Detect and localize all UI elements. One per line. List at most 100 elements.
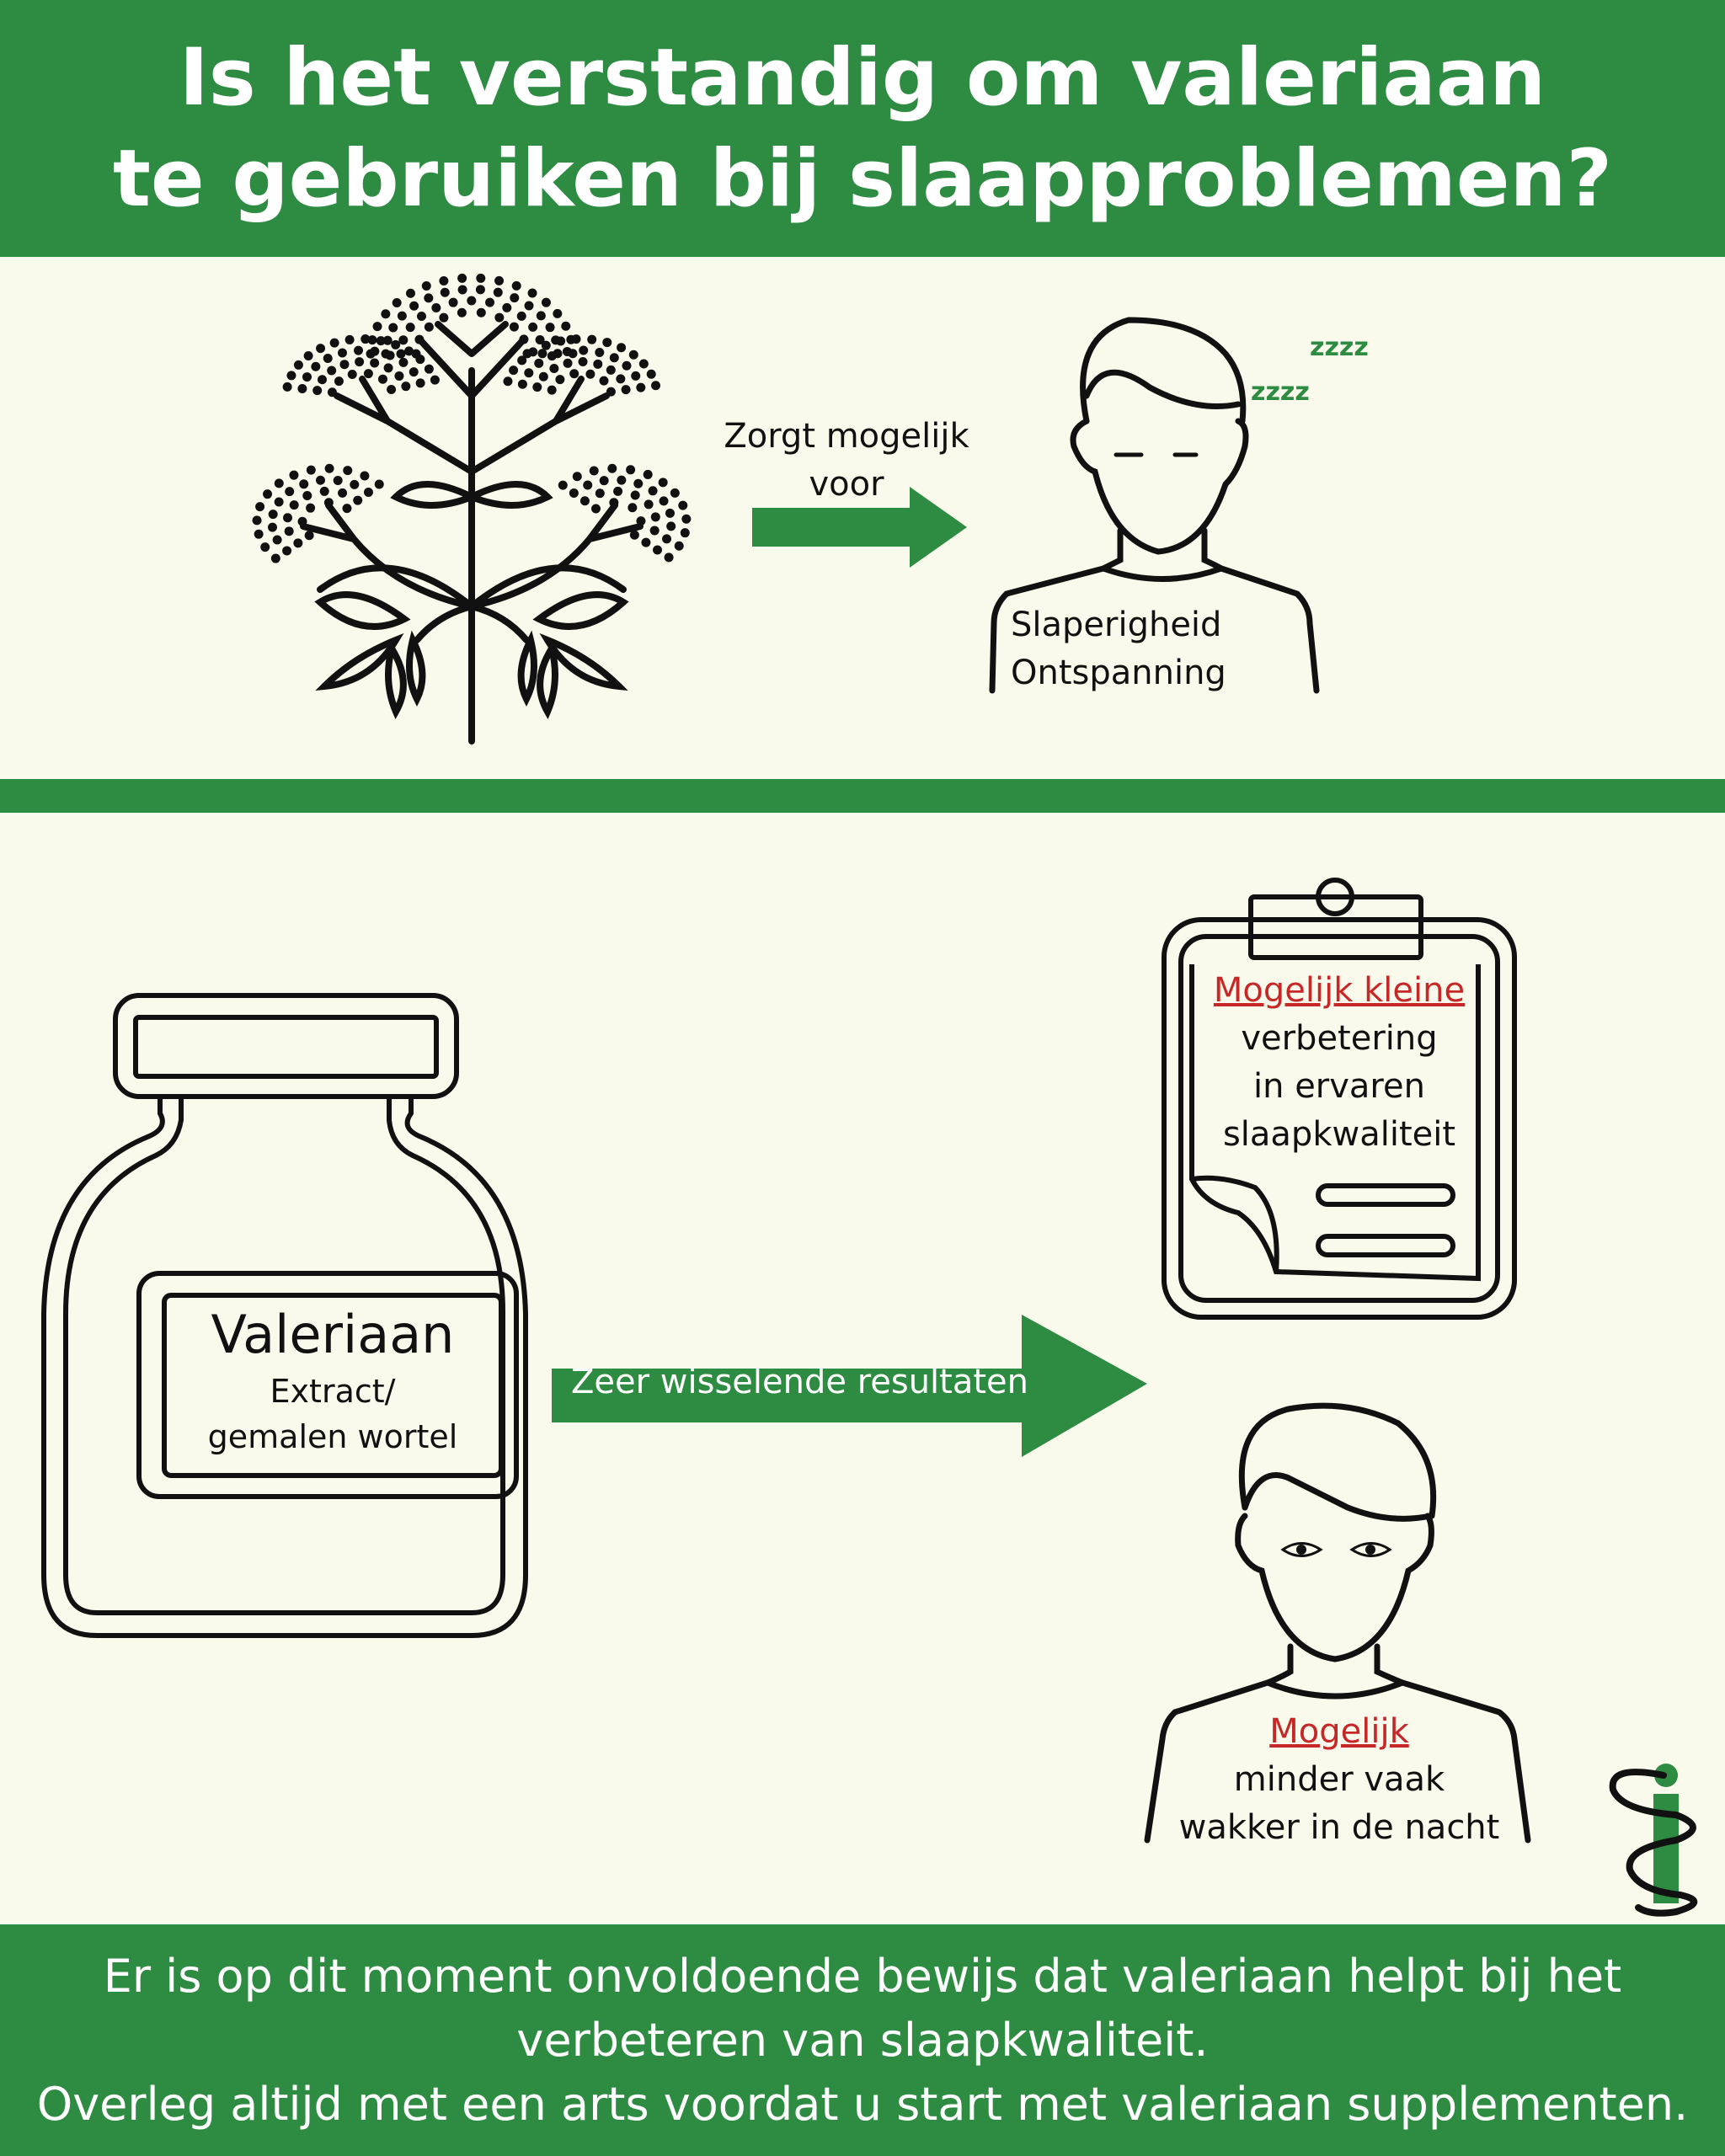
flower-dot [274, 497, 284, 507]
flower-dot [476, 307, 486, 318]
flower-dot [606, 387, 616, 397]
flower-dot [617, 343, 627, 353]
flower-dot [545, 323, 555, 333]
flower-dot [534, 358, 544, 368]
flower-dot [267, 522, 277, 532]
flower-dot [510, 293, 520, 303]
flower-dot [631, 371, 641, 381]
flower-dot [327, 366, 337, 376]
flower-dot [363, 488, 373, 498]
flower-dot [649, 526, 660, 536]
flower-dot [606, 365, 616, 375]
flower-dot [607, 463, 617, 473]
flower-dot [524, 301, 534, 311]
flower-dot [665, 508, 675, 518]
flower-dot [517, 355, 527, 366]
clipboard-text: Mogelijk kleine verbetering in ervaren s… [1188, 967, 1491, 1159]
flower-dot [302, 490, 312, 500]
flower-dot [516, 311, 526, 321]
flower-dot [562, 346, 572, 356]
flower-dot [299, 479, 309, 489]
flower-dot [398, 335, 409, 345]
flower-dot [383, 363, 393, 373]
flower-dot [387, 384, 397, 394]
awake-person-icon [1144, 1402, 1531, 1844]
clipboard-line-1: verbetering [1241, 1019, 1438, 1058]
flower-dot [511, 280, 521, 291]
flower-dot [528, 322, 538, 332]
supplement-jar-icon [41, 993, 528, 1638]
flower-dot [439, 275, 449, 286]
flower-dot [304, 531, 314, 541]
effect-sleepiness: Slaperigheid [1011, 606, 1222, 644]
clipboard-line-2: in ervaren [1253, 1067, 1425, 1106]
flower-dot [396, 349, 406, 359]
flower-dot [503, 376, 513, 387]
flower-dot [415, 355, 425, 365]
flower-dot [532, 382, 542, 392]
awake-line-1: minder vaak [1233, 1760, 1445, 1799]
flower-dot [680, 528, 690, 538]
flower-dot [681, 514, 692, 524]
flower-dot [662, 534, 672, 544]
awake-highlight: Mogelijk [1269, 1712, 1409, 1751]
flower-dot [613, 486, 623, 496]
flower-dot [547, 351, 557, 361]
flower-dot [381, 309, 391, 319]
main-arrow-label: Zeer wisselende resultaten [571, 1363, 1029, 1401]
flower-dot [555, 375, 565, 385]
flower-dot [415, 378, 425, 388]
flower-dot [350, 479, 360, 489]
flower-dot [367, 335, 377, 345]
flower-dot [609, 353, 619, 363]
zzz-text-2: zzzz [1251, 377, 1310, 407]
flower-dot [440, 287, 450, 297]
flower-dot [579, 345, 589, 355]
flower-dot [282, 382, 292, 392]
flower-dot [569, 369, 579, 379]
flower-dot [405, 288, 415, 298]
flower-dot [678, 500, 688, 510]
flower-dot [653, 545, 663, 555]
flower-dot [374, 479, 384, 489]
flower-dot [360, 471, 370, 481]
flower-dot [578, 357, 588, 367]
flower-dot [448, 297, 458, 307]
flower-dot [316, 344, 326, 354]
flower-dot [595, 348, 605, 358]
flower-dot [327, 387, 337, 398]
footer-banner: Er is op dit moment onvoldoende bewijs d… [0, 1924, 1725, 2156]
flower-dot [329, 338, 339, 348]
flower-dot [270, 553, 280, 563]
flower-dot [509, 322, 519, 332]
flower-dot [338, 348, 348, 358]
flower-dot [616, 374, 626, 384]
flower-dot [494, 312, 505, 323]
flower-dot [528, 347, 538, 357]
flower-dot [289, 500, 299, 510]
flower-dots [252, 273, 692, 563]
flower-dot [650, 512, 660, 522]
flower-dot [558, 480, 568, 490]
flower-dot [353, 495, 363, 505]
flower-dot [306, 465, 316, 475]
jar-label-line-2: gemalen wortel [207, 1418, 458, 1455]
flower-dot [282, 546, 292, 556]
sleeping-person-icon [989, 317, 1320, 694]
flower-dot [659, 496, 669, 506]
flower-dot [306, 503, 316, 513]
pharmacy-logo-icon [1609, 1764, 1698, 1917]
flower-dot [363, 369, 373, 379]
flower-dot [664, 552, 674, 563]
flower-dot [650, 381, 660, 391]
flower-dot [297, 516, 307, 526]
flower-dot [344, 334, 355, 344]
flower-dot [405, 323, 415, 333]
flower-dot [519, 334, 529, 344]
flower-dot [549, 363, 559, 373]
flower-dot [424, 322, 434, 332]
flower-dot [537, 349, 547, 359]
flower-dot [517, 379, 527, 389]
flower-dot [409, 367, 419, 377]
